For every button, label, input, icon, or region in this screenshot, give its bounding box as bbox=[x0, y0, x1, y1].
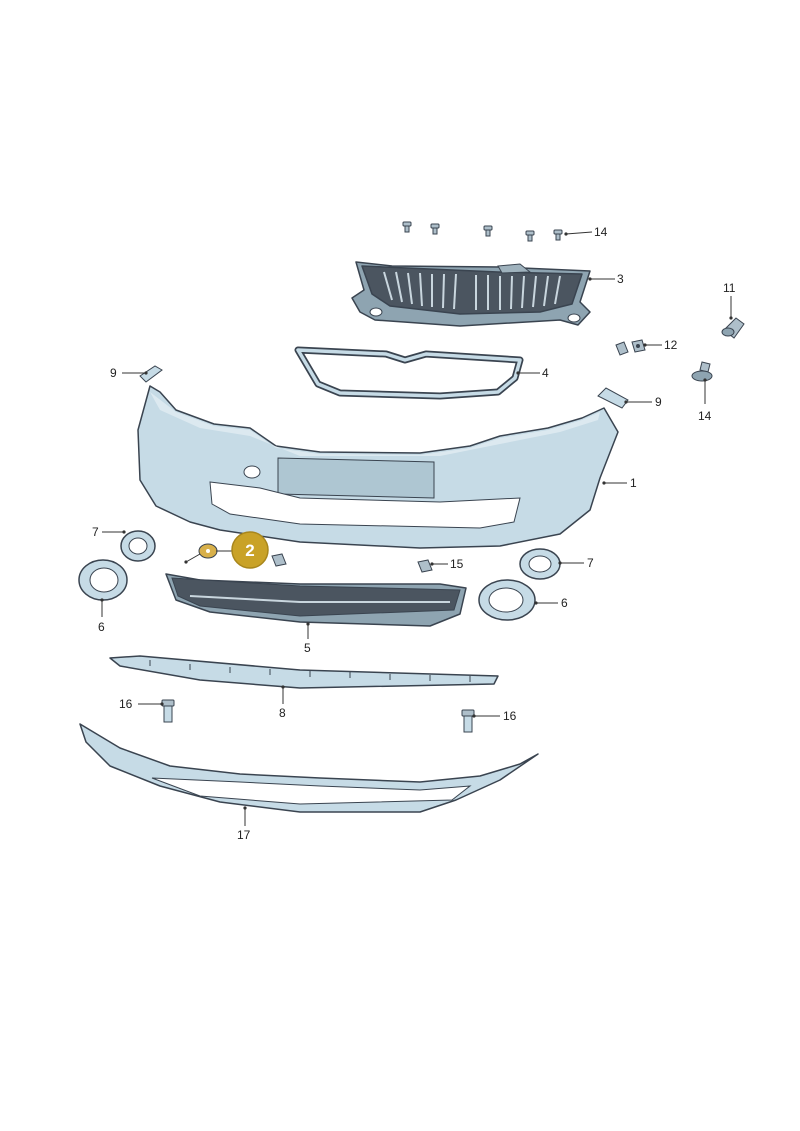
callout-7-left: 7 bbox=[92, 525, 99, 539]
fog-lamp-cover-left-part[interactable] bbox=[120, 530, 156, 562]
callout-14-side: 14 bbox=[698, 409, 712, 423]
clip-nut-center-part[interactable] bbox=[417, 559, 433, 573]
fog-lamp-trim-left-part[interactable] bbox=[78, 559, 128, 601]
spoiler-strip-part[interactable] bbox=[109, 655, 499, 689]
callout-16-right: 16 bbox=[503, 709, 517, 723]
callout-1: 1 bbox=[630, 476, 637, 490]
fog-lamp-trim-right-part[interactable] bbox=[478, 579, 536, 621]
clip-nuts-part[interactable] bbox=[615, 339, 646, 356]
bolt-left-part[interactable] bbox=[161, 699, 175, 723]
highlighted-clip-part[interactable] bbox=[198, 543, 218, 559]
callout-4: 4 bbox=[542, 366, 549, 380]
leader-lines bbox=[100, 231, 733, 826]
callout-labels: 14 3 11 12 4 9 9 14 1 7 15 7 6 6 5 16 8 … bbox=[92, 225, 736, 842]
callout-11: 11 bbox=[723, 281, 736, 295]
callout-15: 15 bbox=[450, 557, 464, 571]
callout-14-top: 14 bbox=[594, 225, 608, 239]
callout-12: 12 bbox=[664, 338, 678, 352]
screws-top-part[interactable] bbox=[402, 221, 563, 242]
callout-7-right: 7 bbox=[587, 556, 594, 570]
expanding-rivet-part[interactable] bbox=[721, 317, 745, 339]
lower-grille-part[interactable] bbox=[165, 573, 467, 627]
callout-8: 8 bbox=[279, 706, 286, 720]
fog-lamp-cover-right-part[interactable] bbox=[519, 548, 561, 580]
clip-nut-small bbox=[271, 553, 287, 567]
callout-5: 5 bbox=[304, 641, 311, 655]
radiator-grille-part[interactable] bbox=[351, 261, 591, 327]
washer-cap-right-part[interactable] bbox=[597, 387, 629, 409]
callout-17: 17 bbox=[237, 828, 251, 842]
lower-spoiler-part[interactable] bbox=[79, 723, 539, 813]
bolt-right-part[interactable] bbox=[461, 709, 475, 733]
callout-16-left: 16 bbox=[119, 697, 133, 711]
callout-9-left: 9 bbox=[110, 366, 117, 380]
screw-side-part[interactable] bbox=[691, 361, 713, 382]
bumper-cover-part[interactable] bbox=[137, 385, 619, 549]
washer-cap-left-part[interactable] bbox=[139, 365, 163, 383]
callout-3: 3 bbox=[617, 272, 624, 286]
callout-9-right: 9 bbox=[655, 395, 662, 409]
callout-2: 2 bbox=[245, 541, 254, 560]
callout-6-left: 6 bbox=[98, 620, 105, 634]
highlight-badge[interactable]: 2 bbox=[231, 531, 269, 569]
callout-6-right: 6 bbox=[561, 596, 568, 610]
grille-frame-part[interactable] bbox=[294, 346, 524, 400]
